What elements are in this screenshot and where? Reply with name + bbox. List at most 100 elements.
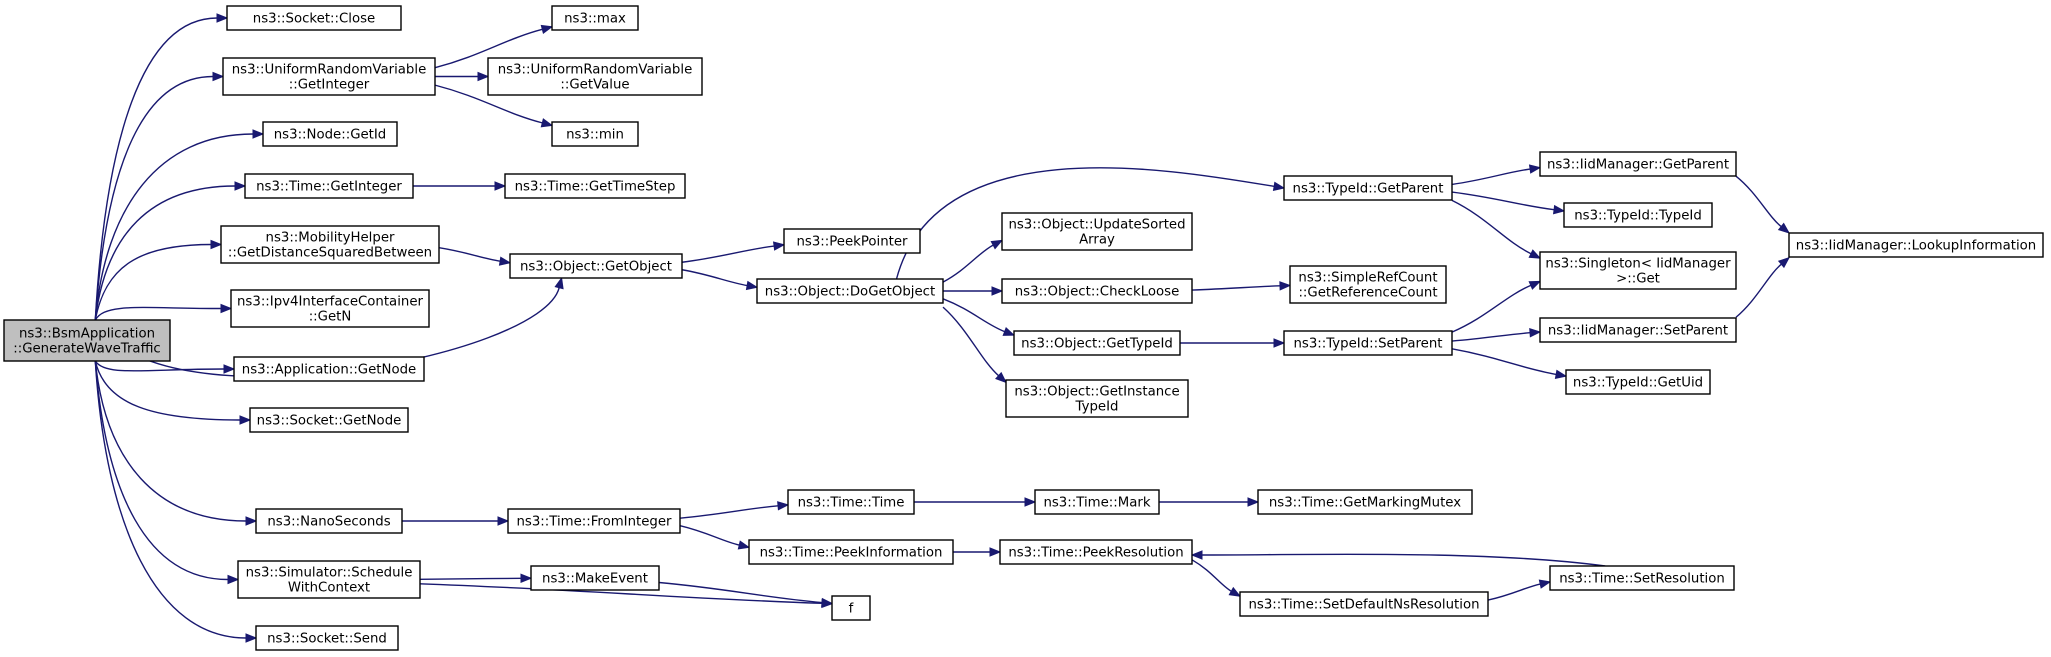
node-box — [3, 319, 171, 362]
node-app-getnode[interactable]: ns3::Application::GetNode — [233, 356, 425, 382]
node-tid-getparent[interactable]: ns3::TypeId::GetParent — [1283, 175, 1453, 201]
node-tid-typeid[interactable]: ns3::TypeId::TypeId — [1563, 202, 1713, 228]
edge-line — [94, 75, 214, 321]
node-send[interactable]: ns3::Socket::Send — [255, 625, 399, 651]
node-time-gettimestep[interactable]: ns3::Time::GetTimeStep — [504, 173, 686, 199]
node-box — [507, 508, 681, 534]
node-makeevent[interactable]: ns3::MakeEvent — [530, 565, 660, 591]
node-urv-getint[interactable]: ns3::UniformRandomVariable::GetInteger — [222, 57, 436, 96]
edge-arrowhead — [554, 276, 564, 290]
node-label: ns3::UniformRandomVariable — [232, 63, 427, 78]
edge-tid_getparent-to-iid_getparent — [1451, 164, 1542, 186]
edge-arrowhead — [520, 573, 533, 584]
node-label: ns3::Singleton< IidManager — [1545, 257, 1731, 272]
node-box — [255, 508, 403, 534]
edge-arrowhead — [212, 71, 225, 82]
edge-arrowhead — [216, 13, 229, 23]
node-urv-getval[interactable]: ns3::UniformRandomVariable::GetValue — [487, 57, 703, 96]
node-time-getint[interactable]: ns3::Time::GetInteger — [244, 173, 414, 199]
node-box — [1001, 212, 1193, 251]
node-node-getid[interactable]: ns3::Node::GetId — [262, 121, 398, 147]
node-time-time[interactable]: ns3::Time::Time — [787, 489, 915, 515]
edge-arrowhead — [1002, 327, 1016, 336]
node-box — [551, 121, 639, 147]
node-iid-getparent[interactable]: ns3::IidManager::GetParent — [1539, 151, 1737, 177]
node-mob[interactable]: ns3::MobilityHelper::GetDistanceSquaredB… — [220, 225, 440, 264]
edge-iid_setparent-to-lookup — [1735, 256, 1791, 318]
edge-arrowhead — [252, 129, 265, 139]
node-mark[interactable]: ns3::Time::Mark — [1034, 489, 1160, 515]
edge-line — [1451, 168, 1531, 186]
edge-root-to-ipv4 — [94, 303, 233, 321]
node-tid-setparent[interactable]: ns3::TypeId::SetParent — [1283, 330, 1453, 356]
edge-arrowhead — [540, 24, 554, 35]
node-ipv4[interactable]: ns3::Ipv4InterfaceContainer::GetN — [230, 289, 430, 328]
edge-line — [94, 185, 236, 321]
edge-line — [681, 269, 748, 287]
node-singleton[interactable]: ns3::Singleton< IidManager>::Get — [1539, 251, 1737, 290]
node-box — [220, 225, 440, 264]
edge-line — [1451, 348, 1557, 376]
edge-line — [94, 243, 212, 321]
node-setdefns[interactable]: ns3::Time::SetDefaultNsResolution — [1239, 591, 1489, 617]
node-sock-getnode[interactable]: ns3::Socket::GetNode — [249, 407, 409, 433]
node-box — [226, 5, 402, 31]
node-label: ns3::TypeId::TypeId — [1574, 209, 1702, 224]
node-label: ns3::Object::GetInstance — [1014, 385, 1179, 400]
node-label: ns3::TypeId::GetUid — [1573, 376, 1703, 391]
edge-arrowhead — [1273, 338, 1286, 348]
node-tid-getuid[interactable]: ns3::TypeId::GetUid — [1565, 369, 1711, 395]
edge-peekinfo-to-peekres — [953, 547, 1002, 557]
edge-arrowhead — [1538, 579, 1552, 589]
edge-arrowhead — [540, 118, 554, 128]
node-checkloose[interactable]: ns3::Object::CheckLoose — [1001, 278, 1193, 304]
edge-setres-to-peekres — [1190, 550, 1606, 567]
node-mutex[interactable]: ns3::Time::GetMarkingMutex — [1257, 489, 1473, 515]
node-dogetobject[interactable]: ns3::Object::DoGetObject — [756, 278, 944, 304]
node-close[interactable]: ns3::Socket::Close — [226, 5, 402, 31]
node-label: ns3::Time::GetMarkingMutex — [1269, 496, 1461, 511]
node-min[interactable]: ns3::min — [551, 121, 639, 147]
edge-arrowhead — [821, 597, 834, 608]
edge-root-to-send — [94, 360, 258, 643]
node-label: ns3::TypeId::SetParent — [1293, 337, 1442, 352]
node-root[interactable]: ns3::BsmApplication::GenerateWaveTraffic — [3, 319, 171, 362]
node-box — [756, 278, 944, 304]
node-peekptr[interactable]: ns3::PeekPointer — [783, 228, 921, 254]
node-obj-gettypeid[interactable]: ns3::Object::GetTypeId — [1013, 330, 1181, 356]
node-getobject[interactable]: ns3::Object::GetObject — [509, 253, 683, 279]
edge-arrowhead — [995, 371, 1008, 384]
node-label: ns3::Application::GetNode — [242, 363, 416, 378]
edge-line — [94, 360, 229, 581]
edge-tid_getparent-to-tid_typeid — [1451, 191, 1566, 215]
node-lookup[interactable]: ns3::IidManager::LookupInformation — [1788, 232, 2044, 258]
edge-line — [895, 167, 1275, 280]
edge-mob-to-getobject — [438, 247, 512, 266]
node-peekinfo[interactable]: ns3::Time::PeekInformation — [748, 539, 954, 565]
node-setres[interactable]: ns3::Time::SetResolution — [1549, 565, 1735, 591]
node-box — [1289, 265, 1447, 304]
node-peekres[interactable]: ns3::Time::PeekResolution — [999, 539, 1193, 565]
node-iid-setparent[interactable]: ns3::IidManager::SetParent — [1539, 317, 1737, 343]
edge-getobject-to-peekptr — [681, 241, 786, 263]
edge-arrowhead — [989, 547, 1002, 557]
node-refcount[interactable]: ns3::SimpleRefCount::GetReferenceCount — [1289, 265, 1447, 304]
edge-root-to-close — [94, 13, 229, 321]
edge-fromint-to-peekinfo — [679, 524, 751, 550]
edge-root-to-node_getid — [94, 129, 265, 321]
edge-line — [679, 524, 740, 546]
node-box — [1565, 369, 1711, 395]
node-label: ns3::Node::GetId — [274, 128, 387, 143]
edge-setdefns-to-setres — [1487, 579, 1552, 601]
node-label: ns3::SimpleRefCount — [1298, 271, 1437, 286]
node-nanosec[interactable]: ns3::NanoSeconds — [255, 508, 403, 534]
node-label: ::GetInteger — [289, 78, 370, 93]
node-fromint[interactable]: ns3::Time::FromInteger — [507, 508, 681, 534]
node-max[interactable]: ns3::max — [551, 5, 639, 31]
edge-line — [1487, 583, 1541, 601]
node-f[interactable]: f — [831, 595, 871, 621]
edge-line — [1451, 284, 1532, 333]
